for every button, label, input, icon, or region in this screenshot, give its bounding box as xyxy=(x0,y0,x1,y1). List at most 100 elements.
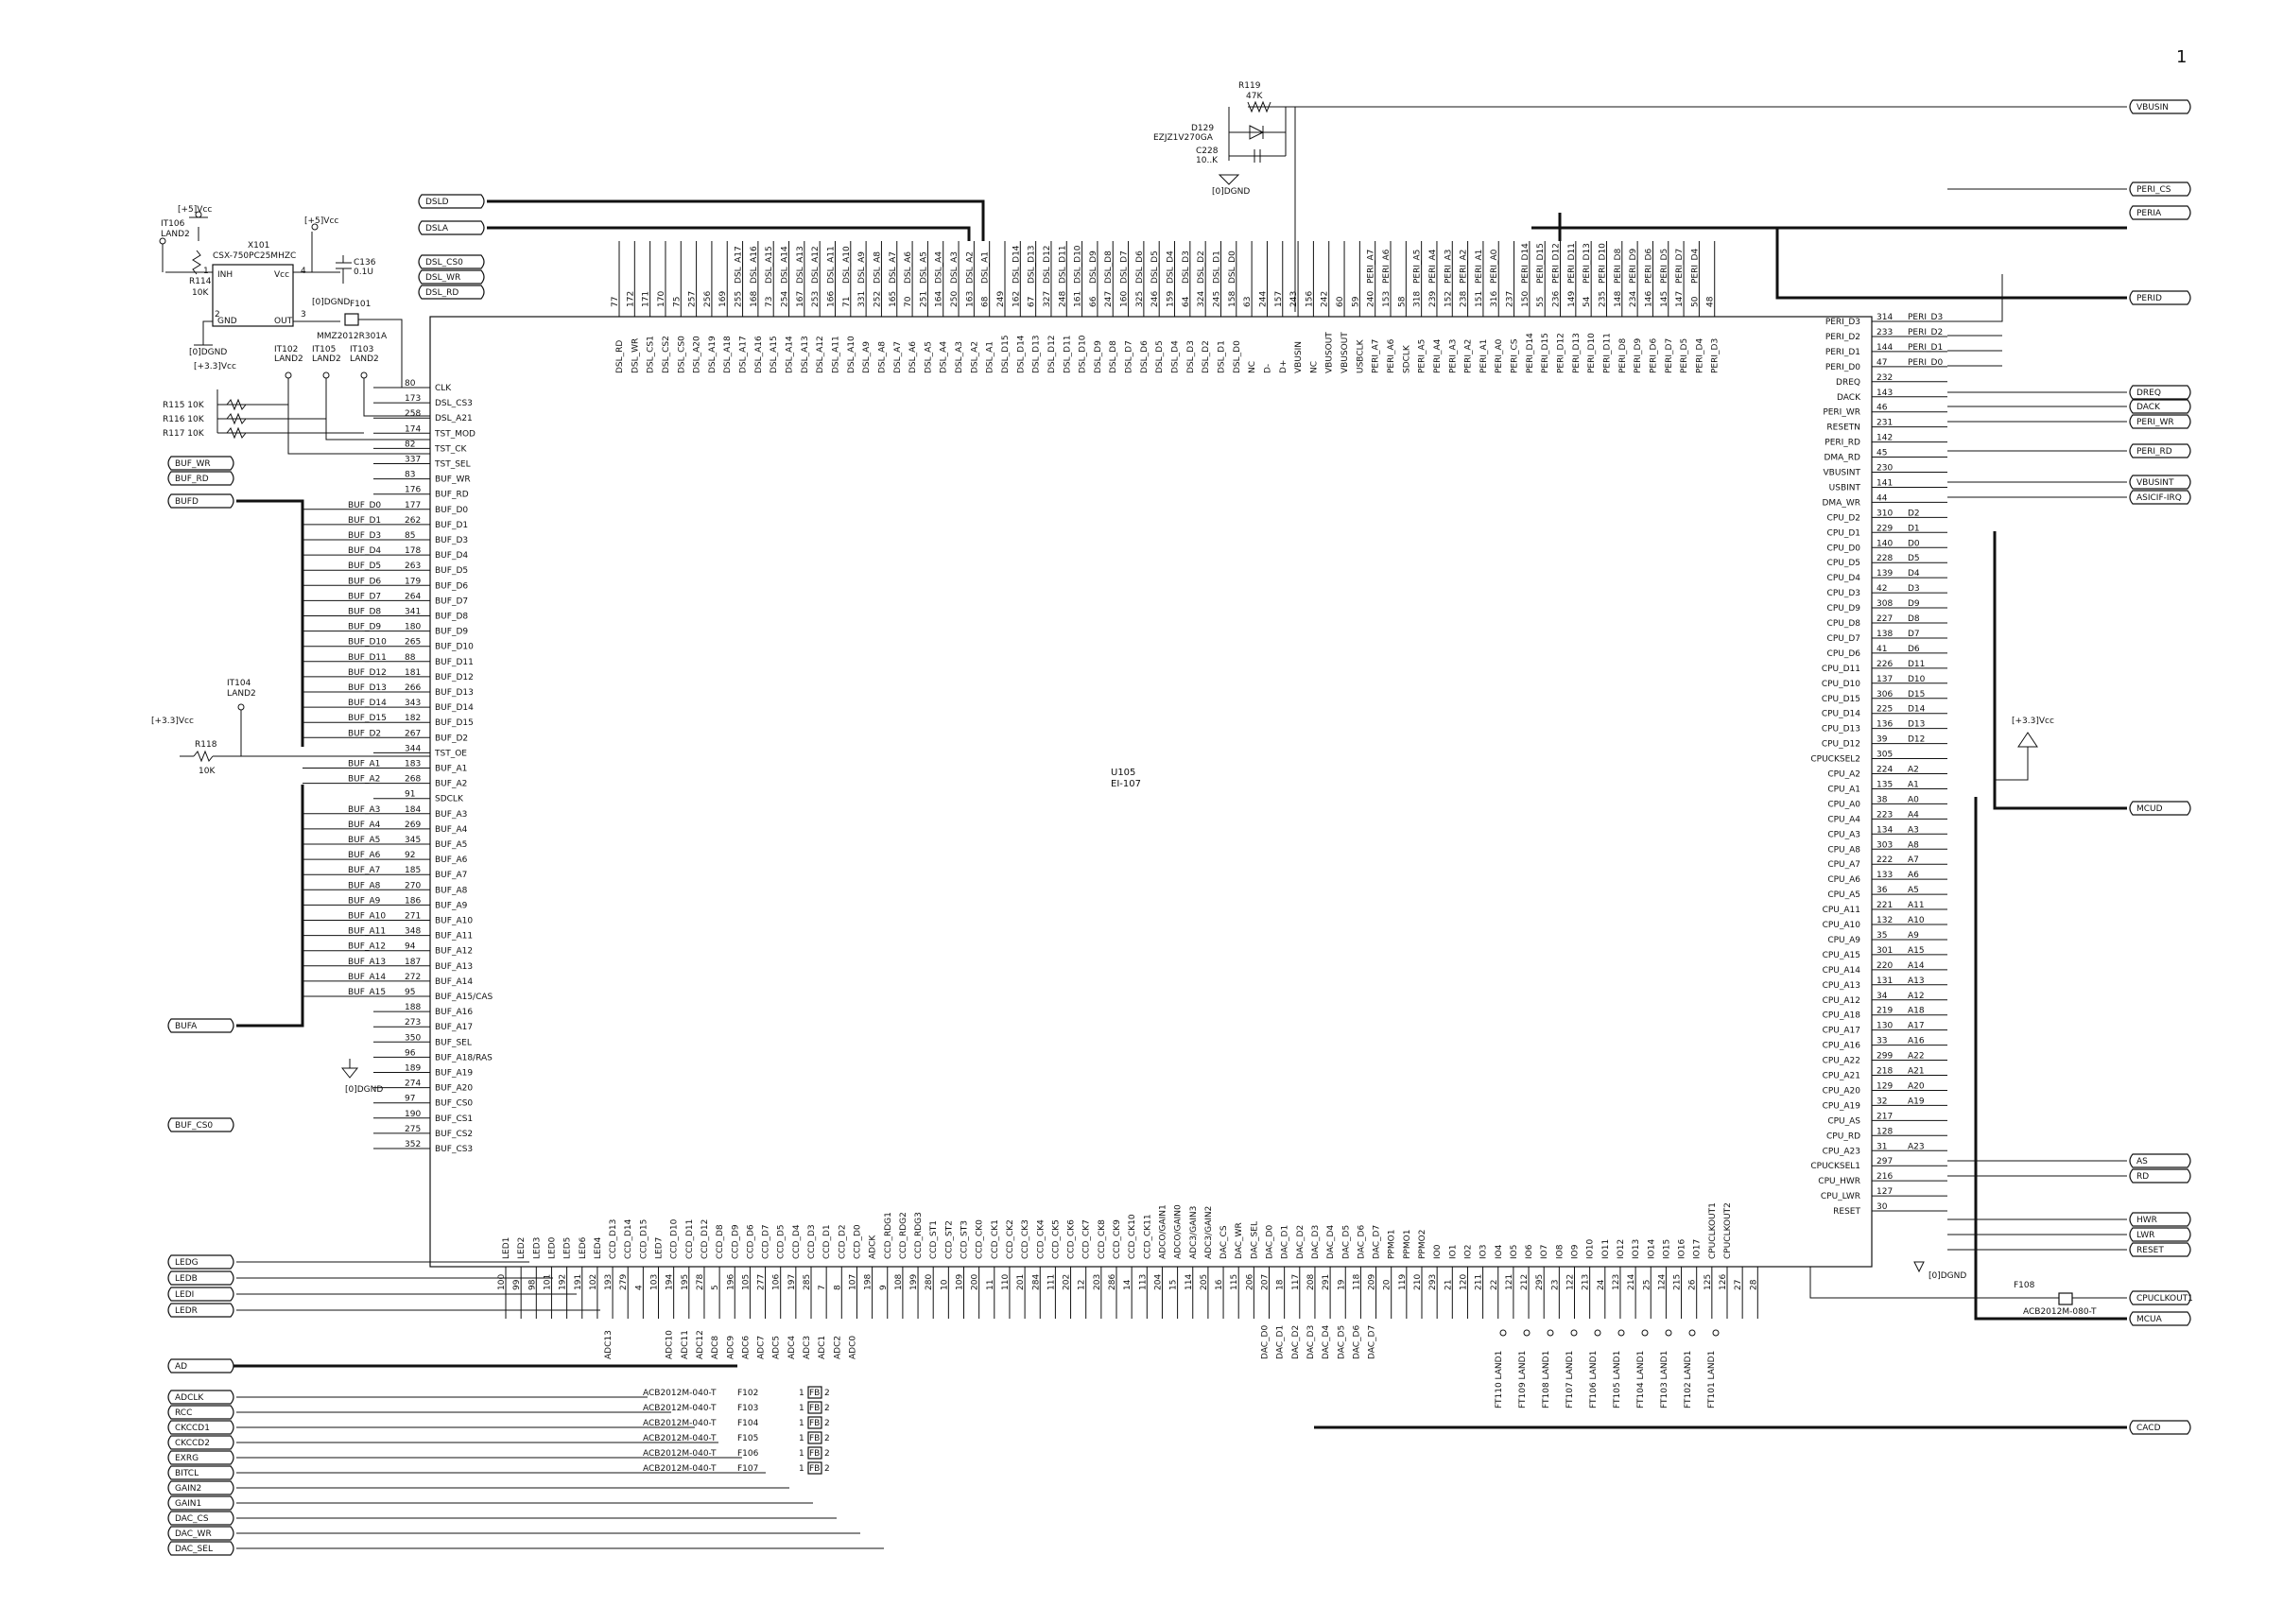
port-asicif-irq: ASICIF-IRQ xyxy=(2129,490,2191,505)
right-pin-number: 301 xyxy=(1877,946,1893,956)
right-pin-number: 216 xyxy=(1877,1172,1893,1182)
port-left-ledg-shape xyxy=(167,1254,234,1270)
port-as: AS xyxy=(2129,1153,2191,1168)
bottom-pin-name: PPMO2 xyxy=(1418,1230,1427,1259)
port-left-ckccd2: CKCCD2 xyxy=(167,1435,234,1450)
port-dsla-shape xyxy=(418,220,485,235)
top-pin-name: PERI_D13 xyxy=(1572,333,1582,373)
bottom-pin-number: 4 xyxy=(634,1285,644,1290)
port-dack-label: DACK xyxy=(2136,403,2161,412)
right-pin-name: CPU_LWR xyxy=(1821,1192,1860,1201)
port-dsl-rd: DSL_RD xyxy=(418,285,485,300)
left-pin-number: 80 xyxy=(405,379,416,389)
left-pin-number: 271 xyxy=(405,912,421,922)
port-left-ledi-label: LEDI xyxy=(175,1290,194,1300)
left-pin-name: BUF_A3 xyxy=(435,810,467,820)
bottom-pin-name: DAC_D1 xyxy=(1281,1225,1290,1259)
x101-pin2: 2 xyxy=(215,310,220,320)
top-pin-number: 255 xyxy=(735,291,744,307)
left-pin-number: 96 xyxy=(405,1048,416,1058)
top-pin-number: 239 xyxy=(1428,291,1438,307)
top-pin-number: 245 xyxy=(1212,291,1221,307)
gnd-x-label: [0]DGND xyxy=(312,298,350,307)
right-pin-number: 232 xyxy=(1877,373,1893,383)
io-test-pad xyxy=(1665,1329,1672,1337)
it104-pad xyxy=(237,703,245,711)
r119-resistor xyxy=(1247,100,1271,113)
port-mcud: MCUD xyxy=(2129,801,2191,816)
page-number: 1 xyxy=(2176,47,2187,67)
port-reset-label: RESET xyxy=(2136,1246,2164,1255)
right-pin-name: CPU_A13 xyxy=(1823,981,1860,991)
top-pin-number: 235 xyxy=(1598,291,1607,307)
bottom-pin-number: 204 xyxy=(1153,1274,1163,1290)
left-pin-name: TST_MOD xyxy=(434,429,476,439)
right-pin-number: 137 xyxy=(1877,675,1893,684)
port-left-ledb-shape xyxy=(167,1270,234,1286)
left-pin-name: BUF_D4 xyxy=(435,551,468,561)
left-pin-name: DSL_A21 xyxy=(435,414,473,423)
left-pin-number: 186 xyxy=(405,896,421,906)
top-net-label: DSL_A7 xyxy=(889,251,898,284)
port-mcua-shape xyxy=(2129,1311,2191,1326)
right-pin-number: 314 xyxy=(1877,313,1893,322)
port-dsl-cs0: DSL_CS0 xyxy=(418,254,485,269)
bottom-pin-number: 209 xyxy=(1368,1274,1377,1290)
left-pin-number: 183 xyxy=(405,760,421,769)
ferrite-pin1: 1 xyxy=(799,1464,804,1474)
top-pin-number: 163 xyxy=(965,291,975,307)
top-pin-number: 63 xyxy=(1243,297,1253,307)
top-net-label: PERI_D14 xyxy=(1521,243,1531,284)
right-pin-name: CPU_A10 xyxy=(1823,921,1861,930)
top-pin-number: 160 xyxy=(1120,291,1130,307)
right-net-label: D0 xyxy=(1908,539,1920,548)
bottom-pin-name: CCD_D0 xyxy=(853,1224,862,1259)
right-pin-number: 133 xyxy=(1877,871,1893,880)
right-pin-name: CPU_A15 xyxy=(1823,951,1860,960)
right-pin-name: PERI_D3 xyxy=(1825,318,1860,327)
bottom-pin-number: 279 xyxy=(619,1274,629,1290)
port-buf-wr-label: BUF_WR xyxy=(175,459,211,469)
left-pin-number: 176 xyxy=(405,486,421,495)
bottom-pin-number: 11 xyxy=(986,1280,995,1290)
it104-wire xyxy=(180,710,430,757)
io-test-label: FT105 LAND1 xyxy=(1613,1351,1622,1408)
port-peri-rd: PERI_RD xyxy=(2129,443,2191,458)
top-net-label: DSL_A3 xyxy=(950,251,960,284)
right-pin-number: 130 xyxy=(1877,1022,1893,1031)
bottom-pin-name: IO8 xyxy=(1555,1244,1565,1259)
right-pin-number: 230 xyxy=(1877,464,1893,474)
right-pin-number: 233 xyxy=(1877,328,1893,337)
port-perid-shape xyxy=(2129,290,2191,305)
left-net-label: BUF_D5 xyxy=(348,561,381,571)
bottom-pin-name: CCD_D4 xyxy=(792,1224,802,1259)
top-pin-number: 66 xyxy=(1089,296,1098,307)
top-pin-name: DSL_CS0 xyxy=(677,336,686,373)
right-net-label: D1 xyxy=(1908,524,1920,533)
bottom-pin-name: IO1 xyxy=(1448,1245,1458,1259)
mcua-bus xyxy=(1974,797,2127,1321)
ferrite-name: ACB2012M-040-T xyxy=(643,1449,717,1459)
top-pin-name: PERI_D9 xyxy=(1634,338,1643,373)
bottom-pin-number: 21 xyxy=(1444,1280,1453,1290)
left-pin-number: 262 xyxy=(405,516,421,526)
bottom-pin-number: 121 xyxy=(1505,1274,1514,1290)
bottom-pin-number: 205 xyxy=(1200,1274,1209,1290)
io-test-pad xyxy=(1617,1329,1625,1337)
bottom-pin-number: 278 xyxy=(696,1274,705,1290)
port-buf-rd-label: BUF_RD xyxy=(175,475,209,484)
bottom-pin-number: 7 xyxy=(818,1285,827,1290)
bottom-pin-group: 100LED199LED298LED3101LED0192LED5191LED6… xyxy=(497,1202,1758,1359)
right-pin-name: CPU_A6 xyxy=(1827,875,1860,885)
bottom-pin-name: CCD_D11 xyxy=(685,1219,695,1259)
top-net-label: PERI_D10 xyxy=(1598,243,1607,284)
bottom-pin-number: 103 xyxy=(650,1274,660,1290)
bottom-pin-name: LED3 xyxy=(532,1237,542,1259)
top-pin-number: 159 xyxy=(1167,291,1176,307)
top-pin-name: DSL_D4 xyxy=(1171,340,1181,373)
left-pin-number: 187 xyxy=(405,958,421,967)
port-vbusint-shape xyxy=(2129,475,2191,490)
left-pin-number: 272 xyxy=(405,973,421,982)
bottom-pin-name: CCD_CK2 xyxy=(1006,1219,1015,1259)
